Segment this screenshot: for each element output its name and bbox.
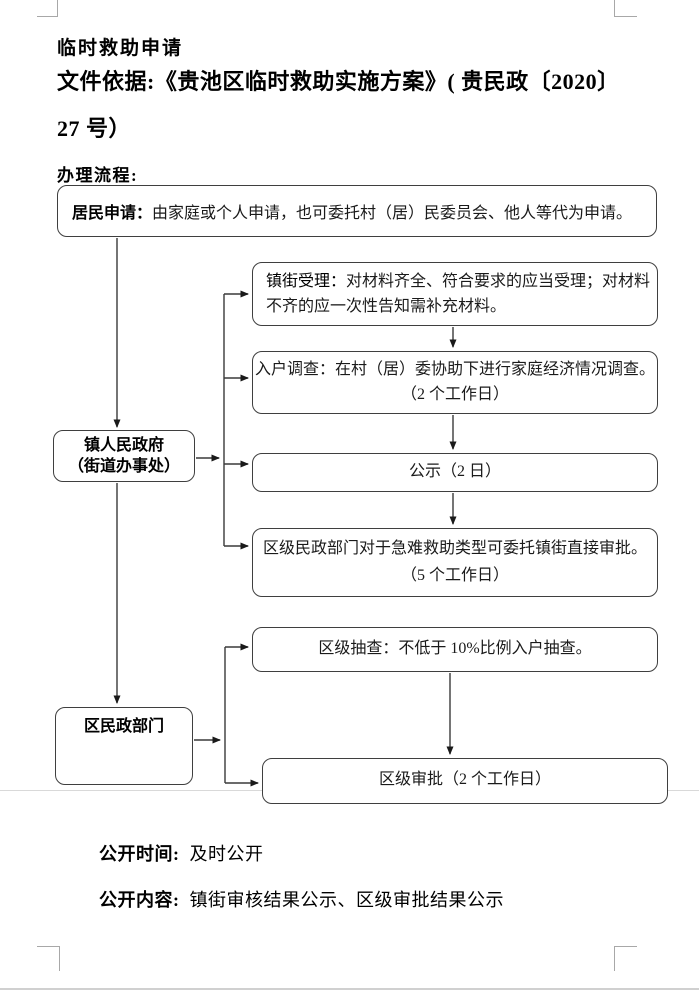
town-government-line2: （街道办事处）: [67, 458, 180, 475]
flow-box-household-survey: 入户调查：在村（居）委协助下进行家庭经济情况调查。 （2 个工作日）: [252, 351, 658, 414]
flow-box-resident-application: 居民申请：由家庭或个人申请，也可委托村（居）民委员会、他人等代为申请。: [57, 185, 657, 237]
flow-box-town-government: 镇人民政府 （街道办事处）: [53, 430, 195, 482]
town-acceptance-label: 镇街受理：: [266, 273, 347, 290]
district-civil-affairs-text: 区民政部门: [83, 718, 164, 735]
publicity-content-label: 公开内容:: [99, 890, 180, 910]
town-acceptance-line2: 不齐的应一次性告知需补充材料。: [266, 298, 507, 315]
basis-text-line1: 《贵池区临时救助实施方案》( 贵民政〔2020〕: [154, 69, 620, 94]
publicity-text: 公示（2 日）: [408, 463, 501, 480]
district-sampling-label: 区级抽查：: [318, 640, 399, 657]
flow-box-town-acceptance: 镇街受理：对材料齐全、符合要求的应当受理；对材料 不齐的应一次性告知需补充材料。: [252, 262, 658, 326]
crop-mark-top-left-vertical: [57, 0, 58, 17]
crop-mark-bottom-right-vertical: [614, 946, 615, 971]
flow-box-district-sampling: 区级抽查：不低于 10%比例入户抽查。: [252, 627, 658, 672]
basis-label: 文件依据:: [57, 69, 155, 94]
crop-mark-bottom-left-horizontal: [37, 946, 60, 947]
flow-box-delegated-approval: 区级民政部门对于急难救助类型可委托镇街直接审批。 （5 个工作日）: [252, 528, 658, 597]
publicity-content-line: 公开内容: 镇街审核结果公示、区级审批结果公示: [99, 886, 504, 912]
publicity-content-value: 镇街审核结果公示、区级审批结果公示: [189, 890, 504, 910]
crop-mark-bottom-left-vertical: [59, 946, 60, 971]
publicity-time-label: 公开时间:: [99, 844, 180, 864]
process-label: 办理流程:: [57, 166, 139, 185]
publicity-time-value: 及时公开: [189, 844, 264, 864]
page-title: 临时救助申请: [57, 38, 184, 59]
town-government-line1: 镇人民政府: [83, 437, 164, 454]
household-survey-label: 入户调查：: [254, 361, 335, 378]
document-basis-line2: 27 号）: [57, 116, 132, 141]
crop-mark-top-right-horizontal: [614, 16, 637, 17]
flow-box-district-approval: 区级审批（2 个工作日）: [262, 758, 668, 804]
delegated-approval-line1: 区级民政部门对于急难救助类型可委托镇街直接审批。: [262, 540, 647, 557]
crop-mark-top-right-vertical: [614, 0, 615, 17]
town-acceptance-line1: 对材料齐全、符合要求的应当受理；对材料: [346, 273, 651, 290]
resident-application-label: 居民申请：: [72, 205, 153, 222]
flow-box-district-civil-affairs: 区民政部门: [55, 707, 193, 785]
publicity-time-line: 公开时间: 及时公开: [99, 840, 264, 866]
household-survey-line2: （2 个工作日）: [400, 386, 509, 403]
crop-mark-top-left-horizontal: [37, 16, 58, 17]
page-bottom-edge: [0, 988, 699, 990]
crop-mark-bottom-right-horizontal: [614, 946, 637, 947]
district-approval-text: 区级审批（2 个工作日）: [378, 771, 551, 788]
flow-box-publicity: 公示（2 日）: [252, 453, 658, 492]
delegated-approval-line2: （5 个工作日）: [400, 567, 509, 584]
district-sampling-text: 不低于 10%比例入户抽查。: [398, 640, 592, 657]
resident-application-text: 由家庭或个人申请，也可委托村（居）民委员会、他人等代为申请。: [152, 205, 633, 222]
document-basis-line1: 文件依据:《贵池区临时救助实施方案》( 贵民政〔2020〕: [57, 64, 620, 96]
household-survey-line1: 在村（居）委协助下进行家庭经济情况调查。: [335, 361, 656, 378]
